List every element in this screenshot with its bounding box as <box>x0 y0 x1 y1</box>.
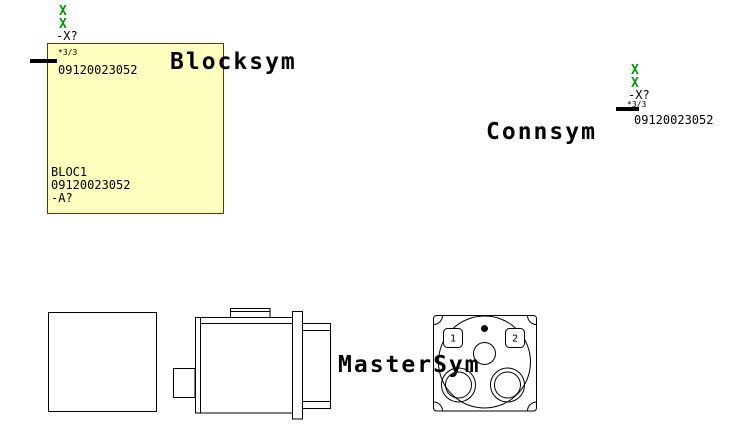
connsym-connection-x-icon-bottom: X <box>631 76 639 91</box>
blocksym-terminal-label: -X? <box>56 29 78 43</box>
face-view-bottom-left-inner-circle <box>445 371 472 399</box>
mastersym-side-view-drawing <box>173 308 331 420</box>
face-view-outer-circle <box>438 315 531 409</box>
mastersym-title: MasterSym <box>338 352 481 378</box>
blocksym-title: Blocksym <box>170 49 297 75</box>
blocksym-connection-x-icon-top: X <box>59 4 67 19</box>
side-view-top-tab <box>230 308 271 318</box>
connsym-title: Connsym <box>486 119 597 145</box>
mastersym-rectangle-view <box>48 312 157 412</box>
side-view-left-bar <box>195 317 201 414</box>
face-view-pin2-box <box>505 328 525 348</box>
connsym-pin-label: *3/3 <box>627 100 647 109</box>
connsym-connection-x-icon-top: X <box>631 63 639 78</box>
blocksym-article-number: 09120023052 <box>58 63 138 77</box>
side-view-right-body <box>302 323 331 409</box>
face-view-bottom-left-outer-circle <box>441 367 476 403</box>
blocksym-connection-x-icon-bottom: X <box>59 17 67 32</box>
blocksym-block-name: BLOC1 <box>51 165 88 179</box>
mastersym-connector-face-drawing: 1 2 <box>433 315 537 412</box>
connsym-article-number: 09120023052 <box>634 113 714 127</box>
face-view-key-dot <box>481 325 488 332</box>
connsym-connection-line <box>616 107 639 111</box>
side-view-flange <box>292 311 303 420</box>
face-view-bottom-right-outer-circle <box>490 367 525 403</box>
blocksym-block-body <box>47 43 224 214</box>
face-view-bottom-right-inner-circle <box>494 371 521 399</box>
face-view-center-circle <box>473 342 496 365</box>
blocksym-device-tag: -A? <box>51 191 73 205</box>
blocksym-block-article-number: 09120023052 <box>51 178 131 192</box>
face-view-pin1-number: 1 <box>450 334 456 345</box>
connsym-terminal-label: -X? <box>628 88 650 102</box>
blocksym-pin-label: *3/3 <box>58 48 78 57</box>
side-view-main-body <box>200 317 293 414</box>
face-view-pin2-number: 2 <box>512 334 518 345</box>
face-view-pin1-box <box>443 328 463 348</box>
blocksym-connection-line <box>30 59 57 63</box>
side-view-left-box <box>173 368 196 398</box>
